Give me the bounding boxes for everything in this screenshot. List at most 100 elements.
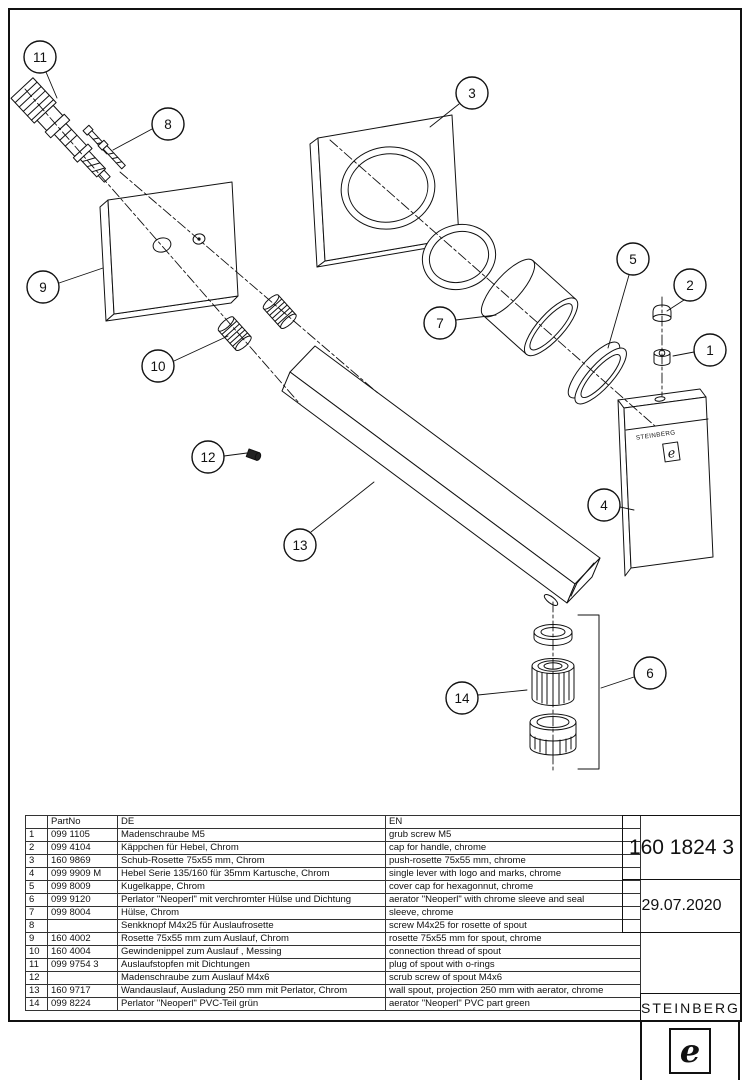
svg-text:12: 12 <box>200 450 215 465</box>
col-header-partno: PartNo <box>47 815 118 829</box>
aerator-seal <box>533 624 573 646</box>
doc-date: 29.07.2020 <box>641 897 722 914</box>
cell-de: Hebel Serie 135/160 für 35mm Kartusche, … <box>117 867 386 881</box>
balloon-8: 8 <box>112 107 185 151</box>
svg-text:10: 10 <box>150 359 165 374</box>
table-header-row: PartNo DE EN <box>25 815 641 829</box>
part-ball-cap <box>567 341 627 405</box>
balloon-3: 3 <box>429 76 489 128</box>
balloon-5: 5 <box>607 242 650 349</box>
cell-partno: 160 4004 <box>47 945 118 959</box>
cell-de: Wandauslauf, Ausladung 250 mm mit Perlat… <box>117 984 386 998</box>
cell-de: Senkknopf M4x25 für Auslaufrosette <box>117 919 386 933</box>
cell-en: screw M4x25 for rosette of spout <box>385 919 641 933</box>
col-header-en: EN <box>385 815 641 829</box>
part-wall-spout <box>281 345 601 606</box>
cell-partno <box>47 919 118 933</box>
steinberg-logo-icon: e <box>669 1028 711 1074</box>
cell-partno: 099 9120 <box>47 893 118 907</box>
cell-en: plug of spout with o-rings <box>385 958 641 972</box>
cell-num: 3 <box>25 854 48 868</box>
svg-text:1: 1 <box>706 343 714 358</box>
brand-box: STEINBERG <box>640 993 740 1022</box>
cell-en: cover cap for hexagonnut, chrome <box>385 880 641 894</box>
cell-en: wall spout, projection 250 mm with aerat… <box>385 984 641 998</box>
cell-de: Gewindenippel zum Auslauf , Messing <box>117 945 386 959</box>
part-wall-rosette <box>99 181 239 322</box>
part-sleeve <box>480 258 579 357</box>
cell-num: 8 <box>25 919 48 933</box>
part-rosette-screw-2 <box>97 139 126 170</box>
cell-partno: 160 9717 <box>47 984 118 998</box>
cell-de: Perlator "Neoperl" PVC-Teil grün <box>117 997 386 1011</box>
doc-number-box: 160 1824 3 <box>622 815 740 880</box>
col-header-de: DE <box>117 815 386 829</box>
part-push-rosette <box>309 114 460 268</box>
lever-logo-glyph: e <box>667 446 677 462</box>
cell-en: sleeve, chrome <box>385 906 641 920</box>
svg-text:2: 2 <box>686 278 694 293</box>
part-lever: STEINBERG e <box>617 388 714 577</box>
cell-partno: 099 1105 <box>47 828 118 842</box>
svg-text:9: 9 <box>39 280 47 295</box>
balloon-6: 6 <box>600 656 667 690</box>
part-thread-nipple-2 <box>262 294 297 330</box>
cell-en: aerator "Neoperl" with chrome sleeve and… <box>385 893 641 907</box>
cell-partno: 099 8009 <box>47 880 118 894</box>
cell-de: Schub-Rosette 75x55 mm, Chrom <box>117 854 386 868</box>
balloon-4: 4 <box>587 488 635 522</box>
cell-num: 7 <box>25 906 48 920</box>
svg-text:8: 8 <box>164 117 172 132</box>
brand-name: STEINBERG <box>641 1000 740 1016</box>
balloon-10: 10 <box>141 335 229 383</box>
cell-en: scrub screw of spout M4x6 <box>385 971 641 985</box>
col-header-num <box>25 815 48 829</box>
cell-partno: 160 4002 <box>47 932 118 946</box>
cell-en: connection thread of spout <box>385 945 641 959</box>
page-border <box>8 8 742 1022</box>
cell-num: 14 <box>25 997 48 1011</box>
balloon-2: 2 <box>666 268 707 312</box>
cell-partno: 099 8004 <box>47 906 118 920</box>
cell-de: Perlator "Neoperl" mit verchromter Hülse… <box>117 893 386 907</box>
cell-partno <box>47 971 118 985</box>
part-seal-ring <box>421 223 497 291</box>
cell-num: 11 <box>25 958 48 972</box>
logo-glyph: e <box>679 1032 701 1070</box>
svg-text:4: 4 <box>600 498 608 513</box>
cell-partno: 099 9909 M <box>47 867 118 881</box>
doc-number: 160 1824 3 <box>628 835 735 859</box>
svg-text:3: 3 <box>468 86 476 101</box>
aerator-group-bracket <box>577 614 600 770</box>
cell-de: Kugelkappe, Chrom <box>117 880 386 894</box>
part-spout-grub-screw <box>245 448 262 461</box>
cell-de: Käppchen für Hebel, Chrom <box>117 841 386 855</box>
cell-en: push-rosette 75x55 mm, chrome <box>385 854 641 868</box>
cell-num: 4 <box>25 867 48 881</box>
cell-partno: 160 9869 <box>47 854 118 868</box>
cell-num: 12 <box>25 971 48 985</box>
cell-partno: 099 9754 3 <box>47 958 118 972</box>
cell-en: cap for handle, chrome <box>385 841 641 855</box>
svg-text:7: 7 <box>436 316 444 331</box>
cell-num: 10 <box>25 945 48 959</box>
cell-num: 6 <box>25 893 48 907</box>
svg-text:13: 13 <box>292 538 307 553</box>
cell-en: grub screw M5 <box>385 828 641 842</box>
cell-partno: 099 8224 <box>47 997 118 1011</box>
balloon-9: 9 <box>26 267 104 304</box>
cell-de: Hülse, Chrom <box>117 906 386 920</box>
cell-de: Auslaufstopfen mit Dichtungen <box>117 958 386 972</box>
